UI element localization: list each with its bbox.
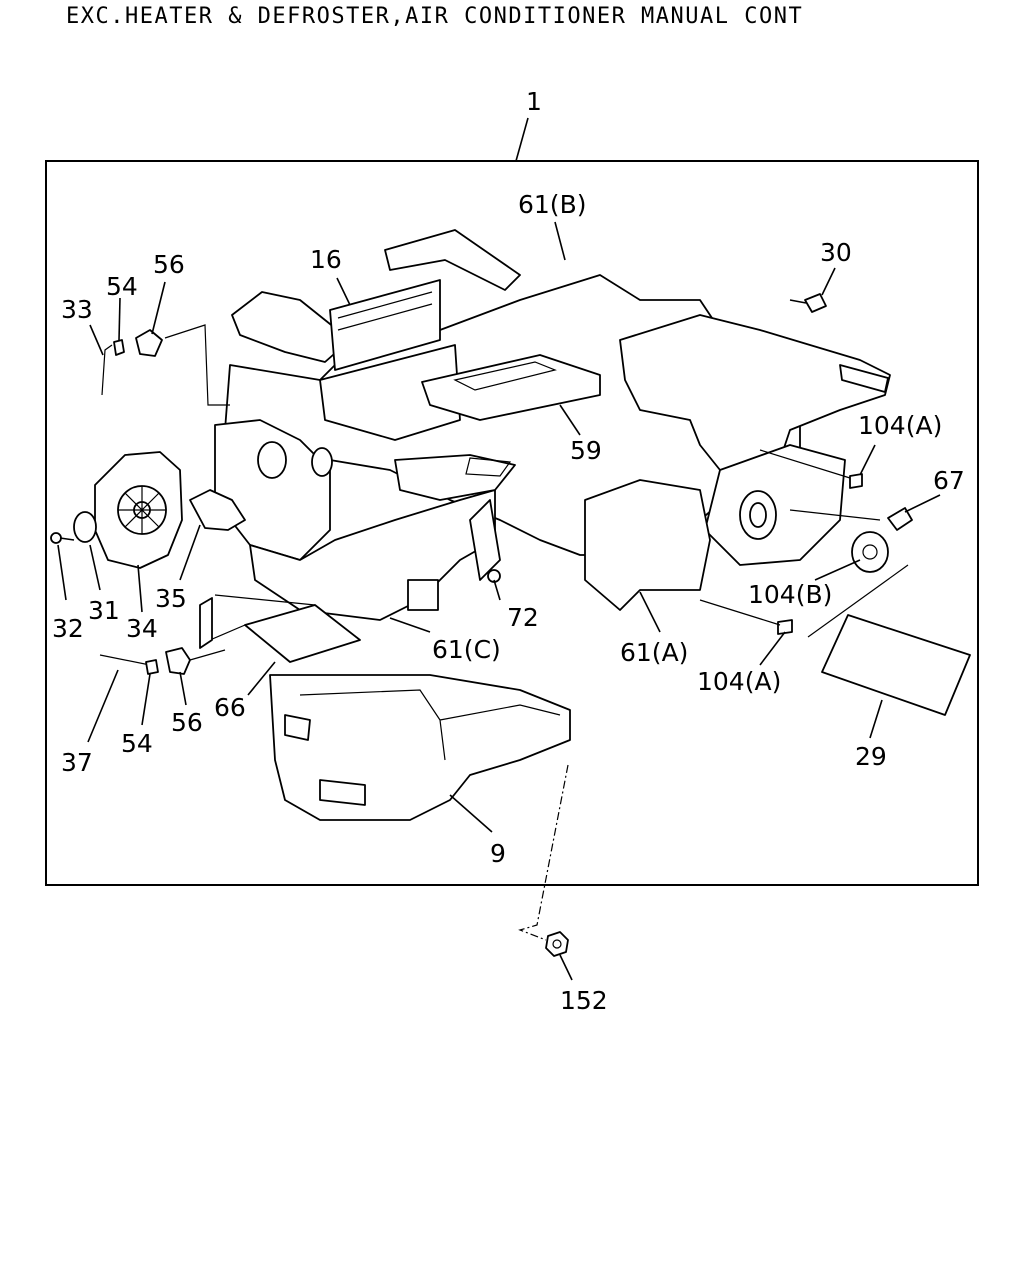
label-61c: 61(C) bbox=[432, 635, 501, 664]
label-104a-upper: 104(A) bbox=[858, 411, 942, 440]
part-35 bbox=[189, 489, 246, 531]
label-29: 29 bbox=[855, 742, 887, 771]
label-67: 67 bbox=[933, 466, 965, 495]
label-56-lower: 56 bbox=[171, 708, 203, 737]
label-34: 34 bbox=[126, 614, 158, 643]
rod-37 bbox=[99, 654, 153, 673]
fan-cover-34 bbox=[94, 451, 183, 569]
label-61b: 61(B) bbox=[518, 190, 586, 219]
screw-30 bbox=[804, 293, 827, 313]
heater-unit-housing bbox=[214, 229, 891, 621]
clip-67 bbox=[887, 507, 913, 531]
label-16: 16 bbox=[310, 245, 342, 274]
label-32: 32 bbox=[52, 614, 84, 643]
label-59: 59 bbox=[570, 436, 602, 465]
clip-56-lower bbox=[165, 647, 191, 675]
pad-29 bbox=[821, 614, 971, 716]
assembly-frame bbox=[45, 160, 979, 886]
label-9: 9 bbox=[490, 839, 506, 868]
gear-104b bbox=[851, 531, 889, 573]
pin-104a-upper bbox=[849, 473, 863, 489]
label-54-lower: 54 bbox=[121, 729, 153, 758]
washer-31 bbox=[73, 511, 97, 543]
label-72: 72 bbox=[507, 603, 539, 632]
diagram-title: EXC.HEATER & DEFROSTER,AIR CONDITIONER M… bbox=[66, 4, 804, 29]
pin-104a-lower bbox=[777, 619, 793, 635]
label-104b: 104(B) bbox=[748, 580, 832, 609]
label-152: 152 bbox=[560, 986, 608, 1015]
label-33: 33 bbox=[61, 295, 93, 324]
filter-66 bbox=[244, 604, 361, 663]
clip-54-lower bbox=[145, 659, 159, 675]
nut-152 bbox=[545, 931, 569, 957]
label-66: 66 bbox=[214, 693, 246, 722]
label-1: 1 bbox=[526, 87, 542, 116]
label-35: 35 bbox=[155, 584, 187, 613]
label-37: 37 bbox=[61, 748, 93, 777]
leader-lines bbox=[57, 221, 941, 981]
label-56-top: 56 bbox=[153, 250, 185, 279]
screw-32 bbox=[50, 532, 62, 544]
clip-54-top bbox=[113, 339, 125, 356]
label-104a-lower: 104(A) bbox=[697, 667, 781, 696]
label-31: 31 bbox=[88, 596, 120, 625]
clip-56-top bbox=[135, 329, 163, 357]
label-54-top: 54 bbox=[106, 272, 138, 301]
rod-33 bbox=[101, 344, 113, 396]
label-61a: 61(A) bbox=[620, 638, 688, 667]
lower-case-9 bbox=[269, 674, 571, 821]
label-30: 30 bbox=[820, 238, 852, 267]
